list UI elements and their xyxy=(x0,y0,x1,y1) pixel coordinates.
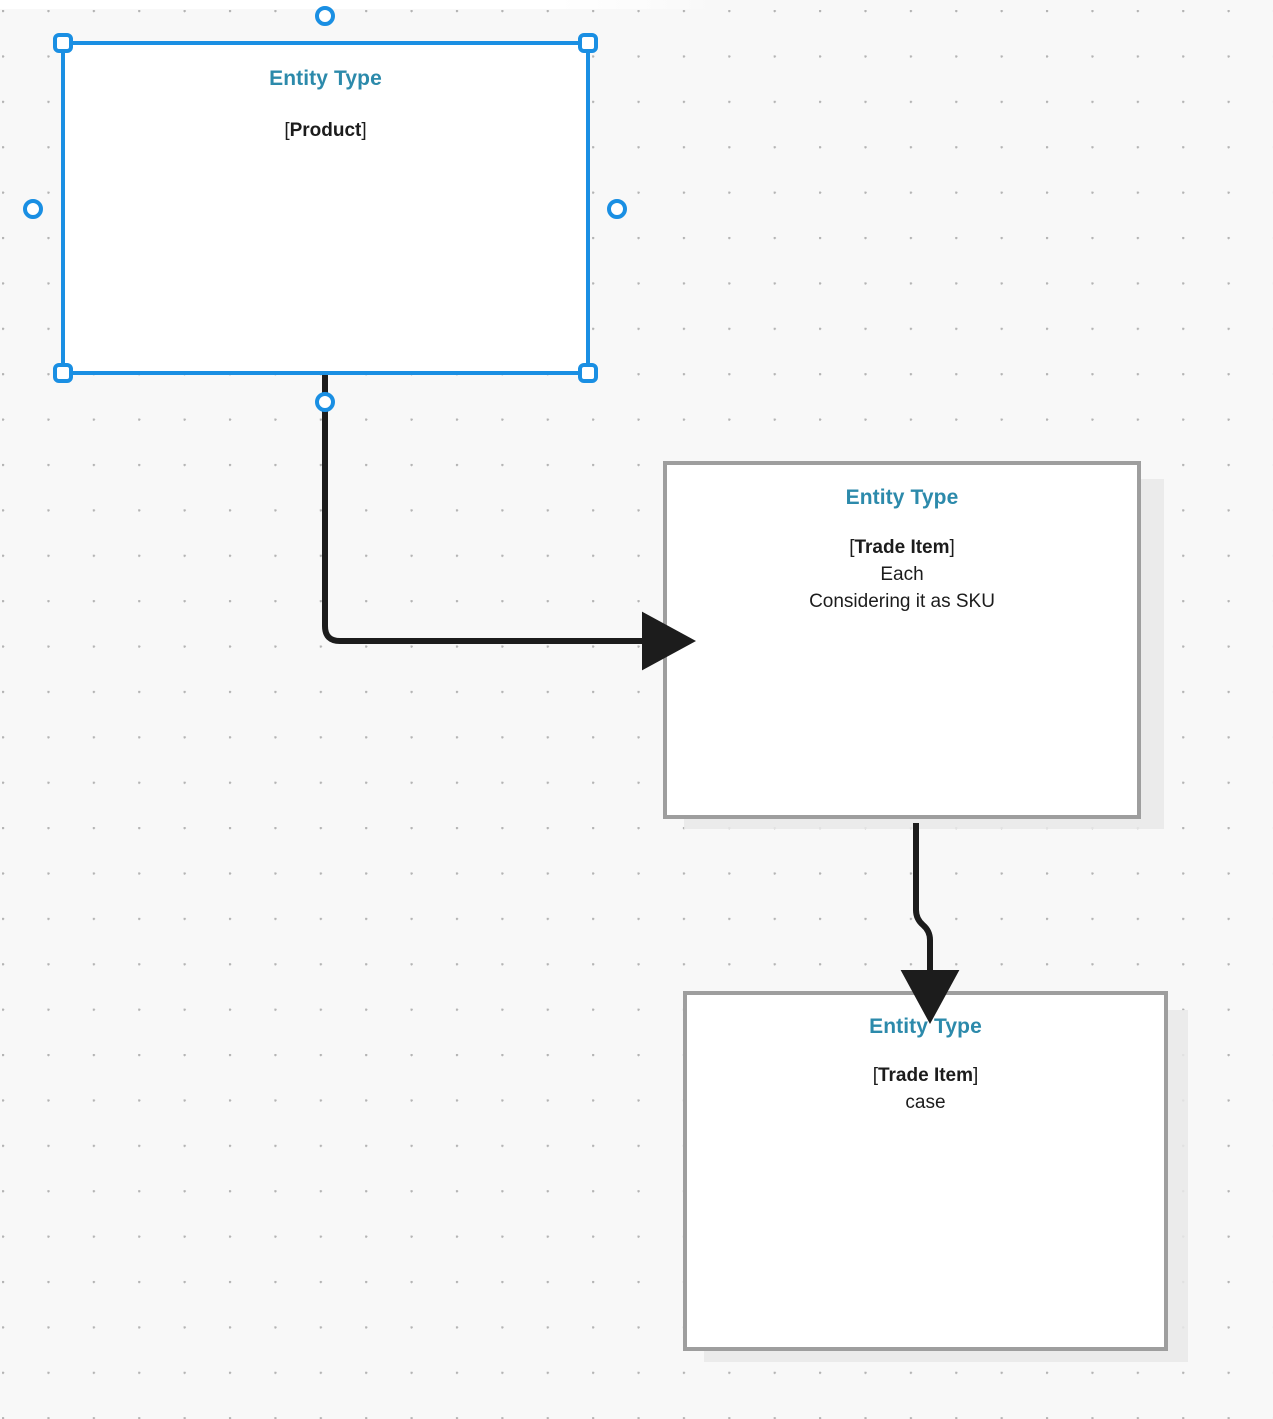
handle-bottom-left[interactable] xyxy=(53,363,73,383)
bracket-close: ] xyxy=(361,120,367,142)
selection-edge-left[interactable] xyxy=(61,43,65,373)
handle-bottom-center[interactable] xyxy=(315,392,335,412)
handle-right-middle[interactable] xyxy=(607,199,627,219)
entity-node-name: [Trade Item] xyxy=(687,1063,1164,1090)
handle-top-center[interactable] xyxy=(315,6,335,26)
entity-node-name: [Product] xyxy=(64,118,587,145)
entity-node-detail-line: Considering it as SKU xyxy=(809,591,995,613)
connector-product-to-trade-item-each[interactable] xyxy=(322,373,696,671)
entity-node-trade-item-case[interactable]: Entity Type [Trade Item] case xyxy=(683,991,1168,1351)
entity-node-detail-line: case xyxy=(905,1092,946,1114)
entity-node-trade-item-each[interactable]: Entity Type [Trade Item] Each Considerin… xyxy=(663,461,1141,819)
handle-bottom-right[interactable] xyxy=(578,363,598,383)
entity-node-title: Entity Type xyxy=(269,67,382,90)
entity-name-text: Trade Item xyxy=(877,1065,974,1087)
entity-node-product[interactable]: Entity Type [Product] xyxy=(63,43,588,373)
entity-name-text: Trade Item xyxy=(854,537,950,559)
entity-node-title: Entity Type xyxy=(869,1015,982,1038)
bracket-open: [ xyxy=(872,1065,878,1087)
connector-trade-item-each-to-trade-item-case[interactable] xyxy=(900,823,960,1024)
handle-top-left[interactable] xyxy=(53,33,73,53)
entity-node-title: Entity Type xyxy=(845,486,959,509)
canvas-top-band xyxy=(0,0,716,9)
selection-edge-right[interactable] xyxy=(586,43,590,373)
bracket-open: [ xyxy=(284,120,290,142)
entity-node-name: [Trade Item] xyxy=(667,535,1137,562)
bracket-close: ] xyxy=(949,537,955,559)
entity-node-detail-line: Each xyxy=(880,564,924,586)
entity-name-text: Product xyxy=(289,120,362,142)
selection-edge-top[interactable] xyxy=(63,41,588,45)
handle-top-right[interactable] xyxy=(578,33,598,53)
selection-edge-bottom[interactable] xyxy=(63,371,588,375)
bracket-close: ] xyxy=(973,1065,979,1087)
handle-left-middle[interactable] xyxy=(23,199,43,219)
bracket-open: [ xyxy=(849,537,855,559)
